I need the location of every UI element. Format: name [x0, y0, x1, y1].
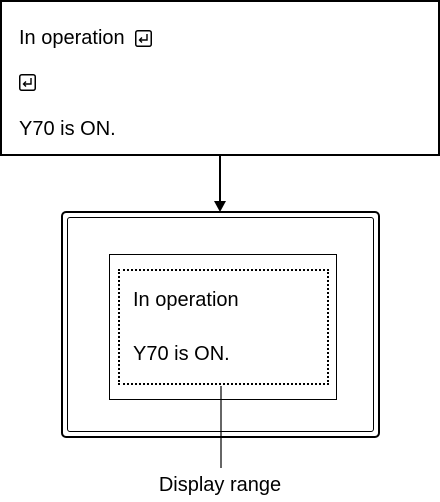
- enter-return-icon: [134, 29, 152, 47]
- display-line-1: In operation: [133, 289, 239, 311]
- message-line-1: In operation: [19, 26, 152, 50]
- message-line-2: [19, 74, 36, 91]
- message-line-3-text: Y70 is ON.: [19, 118, 116, 140]
- display-range-caption: Display range: [158, 474, 282, 496]
- message-line-1-text: In operation: [19, 27, 125, 49]
- display-range-outline: [118, 269, 329, 385]
- message-line-3: Y70 is ON.: [19, 117, 116, 141]
- enter-return-icon: [19, 74, 36, 91]
- message-source-box: [0, 0, 440, 156]
- display-screen: [109, 254, 337, 400]
- display-line-2: Y70 is ON.: [133, 343, 230, 365]
